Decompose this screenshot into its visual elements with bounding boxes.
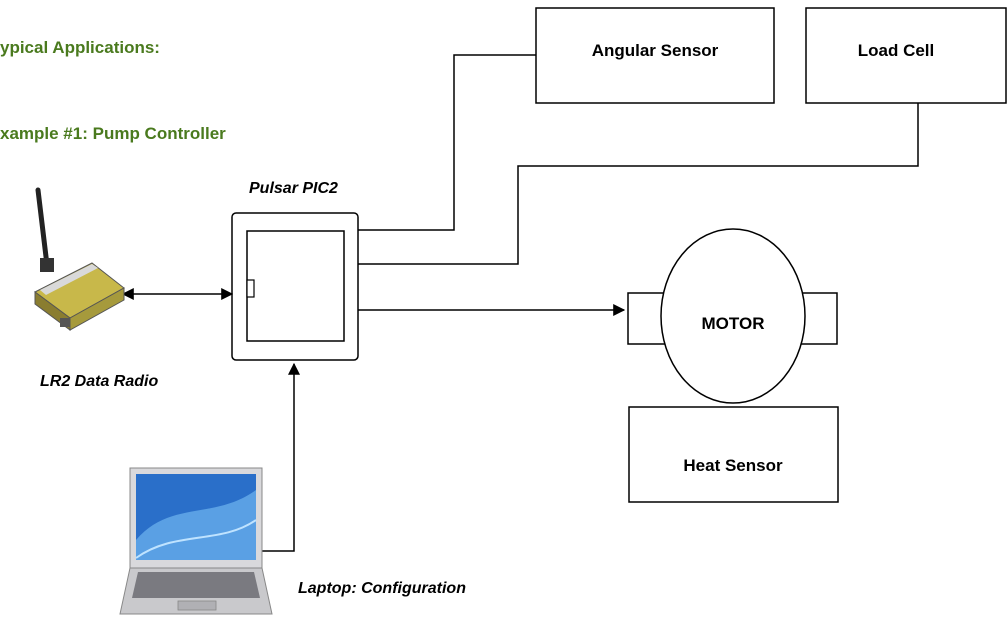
- load-cell-box: Load Cell: [805, 7, 1007, 104]
- angular-sensor-line: [358, 54, 536, 231]
- motor: MOTOR: [627, 228, 838, 404]
- controller-box: [231, 212, 359, 361]
- motor-label: MOTOR: [702, 314, 765, 333]
- laptop-icon: [119, 467, 273, 615]
- laptop-line: [262, 362, 300, 552]
- radio-device-icon: [34, 187, 125, 331]
- heat-sensor-label: Heat Sensor: [683, 456, 783, 475]
- radio-label: LR2 Data Radio: [40, 373, 159, 390]
- load-cell-line: [358, 103, 919, 265]
- section-heading: ypical Applications:: [0, 38, 160, 57]
- motor-body: [660, 228, 806, 404]
- angular-sensor-box: Angular Sensor: [535, 7, 775, 104]
- load-cell-label: Load Cell: [858, 41, 935, 60]
- heat-sensor-box: Heat Sensor: [628, 406, 839, 503]
- controller-label: Pulsar PIC2: [249, 180, 338, 197]
- example-heading: xample #1: Pump Controller: [0, 124, 226, 143]
- angular-sensor-label: Angular Sensor: [592, 41, 719, 60]
- laptop-label: Laptop: Configuration: [298, 580, 466, 597]
